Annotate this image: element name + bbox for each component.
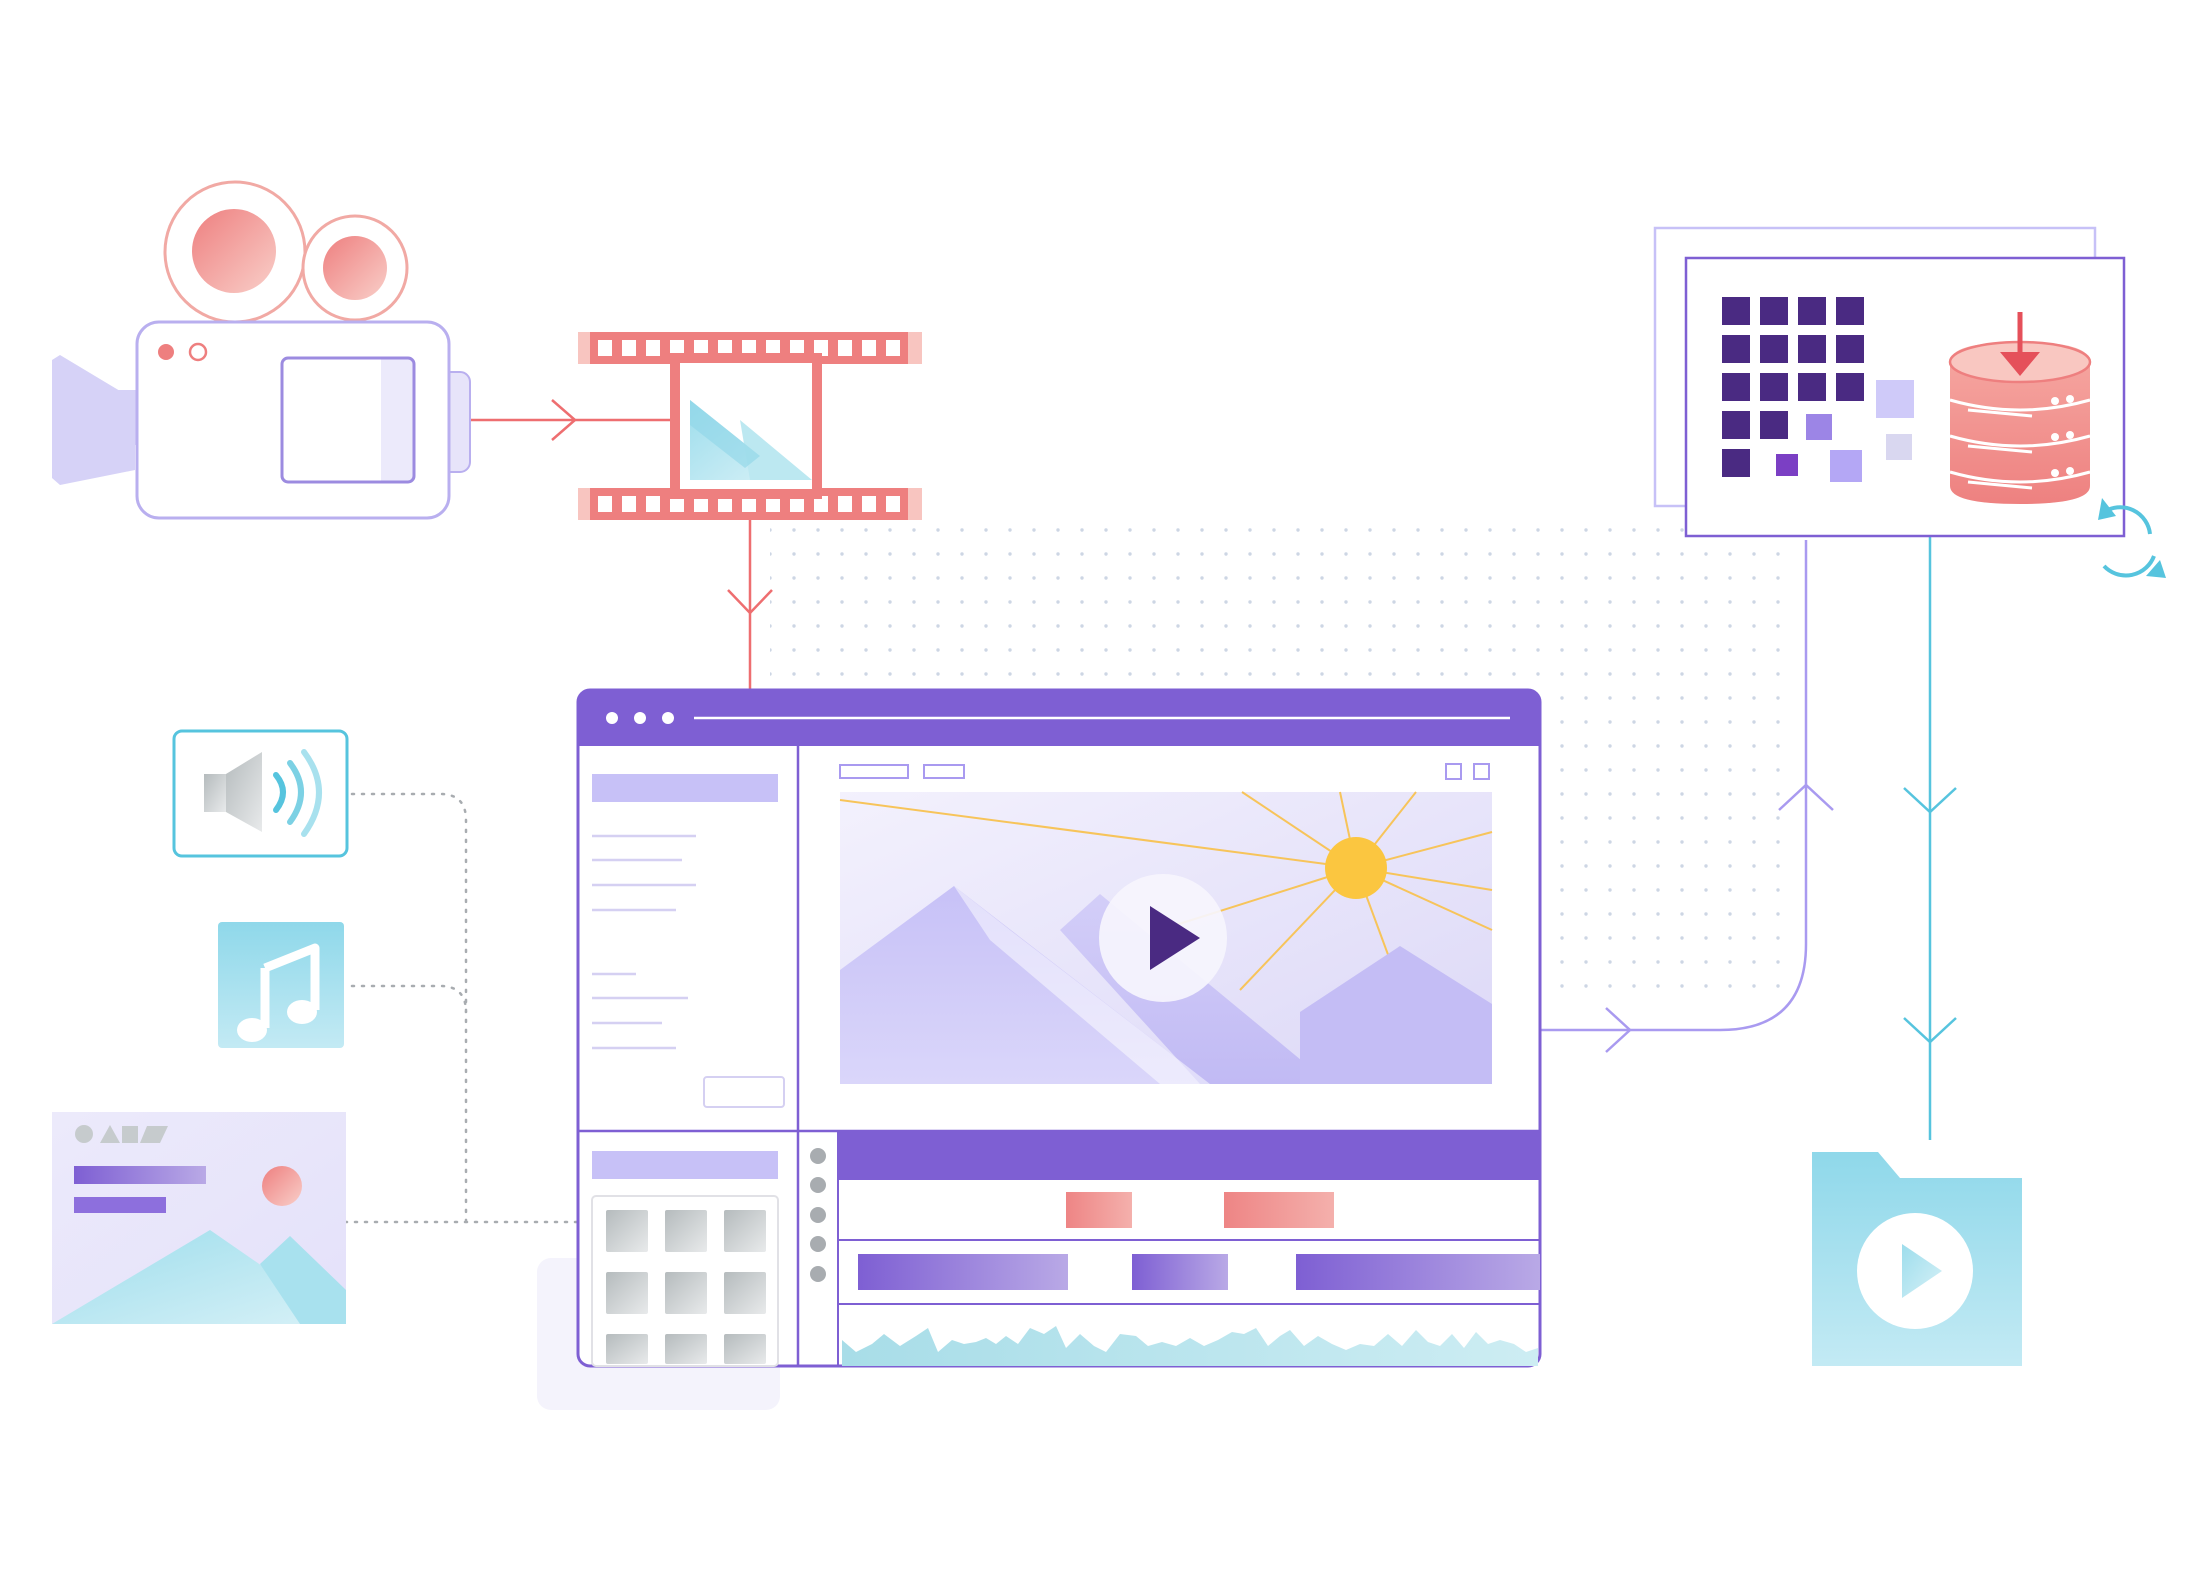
database-icon bbox=[1653, 226, 2166, 578]
timeline-tracks bbox=[838, 1192, 1540, 1366]
video-editor-window bbox=[537, 688, 1542, 1410]
timeline-header bbox=[839, 1132, 1539, 1180]
connector-storage-folder bbox=[1903, 536, 1957, 1140]
media-bin bbox=[591, 1151, 779, 1367]
connector-camera-film bbox=[470, 399, 680, 441]
database-cylinder bbox=[1948, 312, 2092, 504]
video-folder-icon bbox=[1812, 1152, 2022, 1366]
video-preview bbox=[839, 791, 1493, 1084]
video-camera-icon bbox=[52, 180, 471, 520]
film-strip-icon bbox=[578, 332, 922, 520]
music-note-icon bbox=[218, 922, 344, 1048]
sync-icon bbox=[2098, 498, 2166, 578]
connector-film-editor bbox=[727, 518, 773, 690]
image-icon bbox=[52, 1112, 346, 1324]
properties-panel bbox=[592, 774, 785, 1108]
preview-toolbar bbox=[839, 763, 1490, 780]
speaker-icon bbox=[172, 729, 349, 858]
connector-media-editor bbox=[343, 792, 594, 1224]
track-markers bbox=[810, 1148, 826, 1282]
connector-editor-storage bbox=[1540, 540, 1834, 1053]
